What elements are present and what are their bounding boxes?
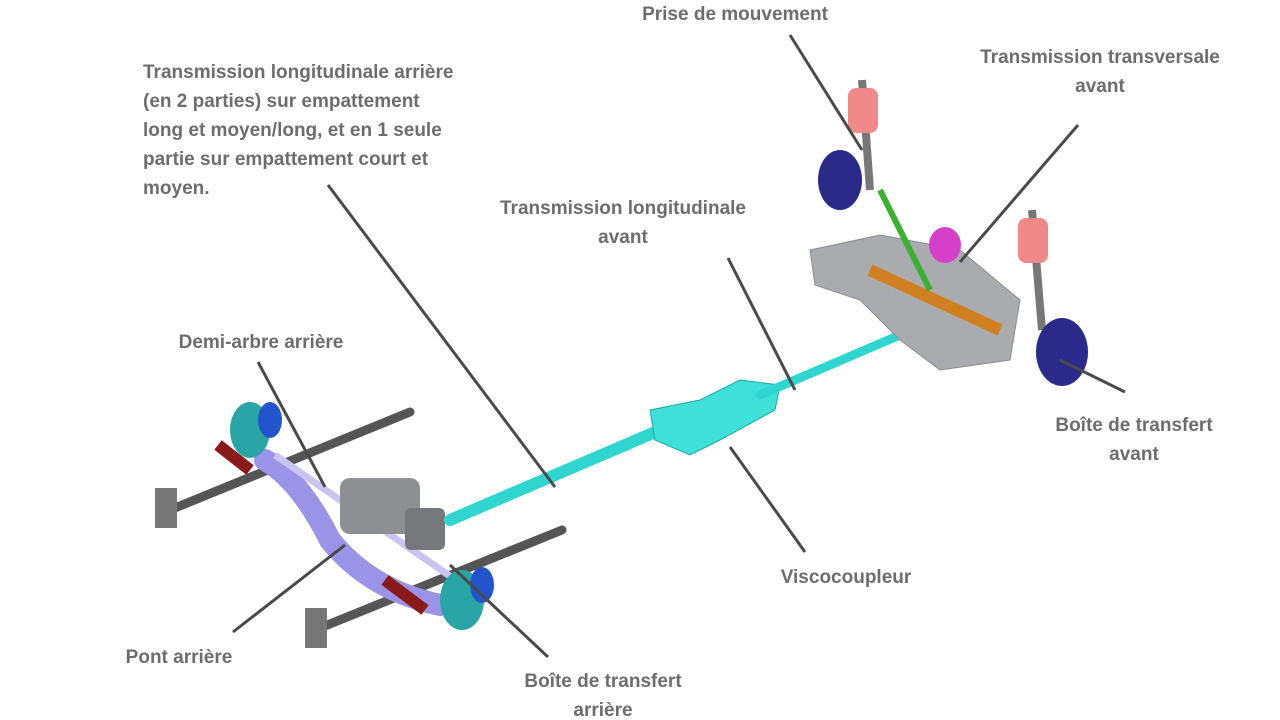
rear-bracket	[305, 608, 327, 648]
leader-pont-arriere	[232, 543, 346, 634]
leader-lines	[232, 34, 1126, 659]
leader-boite-transfert-avant	[1059, 358, 1126, 394]
label-transmission-longitudinale-arriere: Transmission longitudinale arrière (en 2…	[143, 62, 454, 199]
rear-bracket	[155, 488, 177, 528]
front-propshaft	[755, 330, 905, 400]
rear-transfer-box-housing	[405, 508, 445, 550]
front-hub	[1036, 318, 1088, 386]
rear-brake	[258, 402, 282, 438]
front-transverse-shaft	[867, 264, 1003, 336]
front-spring	[1018, 218, 1048, 263]
label-transmission-longitudinale-avant: Transmission longitudinale avant	[500, 198, 746, 248]
leader-demi-arbre	[256, 361, 327, 488]
label-viscocoupleur: Viscocoupleur	[780, 567, 912, 588]
label-pont-arriere: Pont arrière	[125, 647, 233, 668]
leader-transmission-longitudinale-avant	[726, 257, 797, 391]
label-boite-transfert-avant: Boîte de transfert avant	[1055, 415, 1213, 465]
viscous-coupling	[649, 379, 781, 456]
rear-transfer-box	[340, 478, 420, 534]
rear-suspension-arms	[165, 407, 567, 635]
front-subframe	[809, 234, 1021, 371]
leader-prise-mouvement	[788, 34, 864, 151]
label-prise-mouvement: Prise de mouvement	[642, 4, 828, 25]
front-hub	[818, 150, 862, 210]
front-bracket	[877, 188, 933, 292]
label-demi-arbre-arriere: Demi-arbre arrière	[178, 332, 344, 353]
leader-transmission-longitudinale-arriere	[326, 184, 557, 488]
front-disc	[929, 227, 961, 263]
leader-transmission-transversale	[958, 124, 1080, 263]
front-spring	[848, 88, 878, 133]
leader-viscocoupleur	[728, 446, 807, 553]
rear-damper	[381, 575, 429, 615]
rear-damper	[214, 440, 254, 475]
rear-brake	[470, 567, 494, 603]
label-transmission-transversale-avant: Transmission transversale avant	[980, 47, 1220, 97]
label-boite-transfert-arriere: Boîte de transfert arrière	[524, 671, 682, 720]
leader-boite-transfert-arriere	[448, 563, 550, 659]
rear-propshaft	[444, 424, 666, 526]
